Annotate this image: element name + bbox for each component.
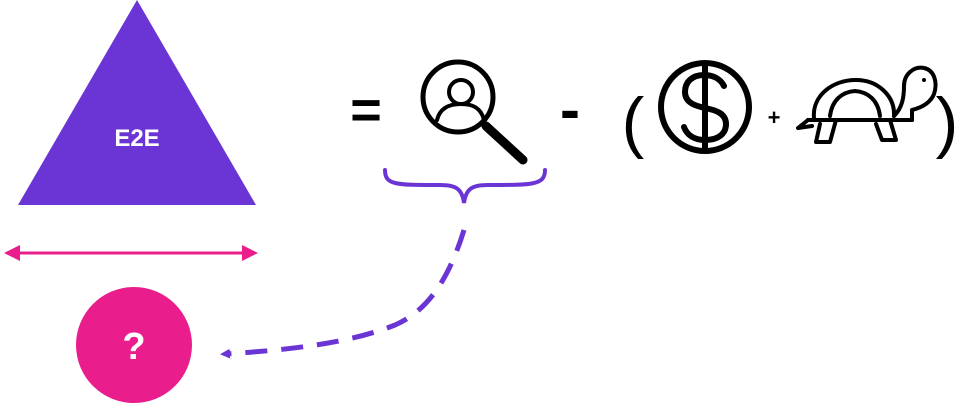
question-circle: ?	[76, 287, 192, 403]
triangle-shape	[18, 0, 256, 205]
turtle-icon	[796, 65, 938, 144]
dashed-curved-arrow	[220, 229, 467, 359]
close-paren: )	[936, 84, 957, 160]
dollar-coin-icon	[658, 60, 752, 154]
triangle-label: E2E	[114, 125, 159, 152]
equals-sign: =	[350, 80, 382, 140]
curly-brace	[383, 168, 547, 204]
search-user-icon	[420, 59, 528, 165]
question-mark-label: ?	[122, 326, 145, 368]
open-paren: (	[622, 84, 645, 160]
question-circle-shape	[76, 287, 192, 403]
plus-sign: +	[768, 105, 781, 130]
e2e-triangle: E2E	[18, 0, 256, 205]
minus-sign: -	[560, 76, 580, 143]
double-arrow-icon	[4, 245, 258, 261]
